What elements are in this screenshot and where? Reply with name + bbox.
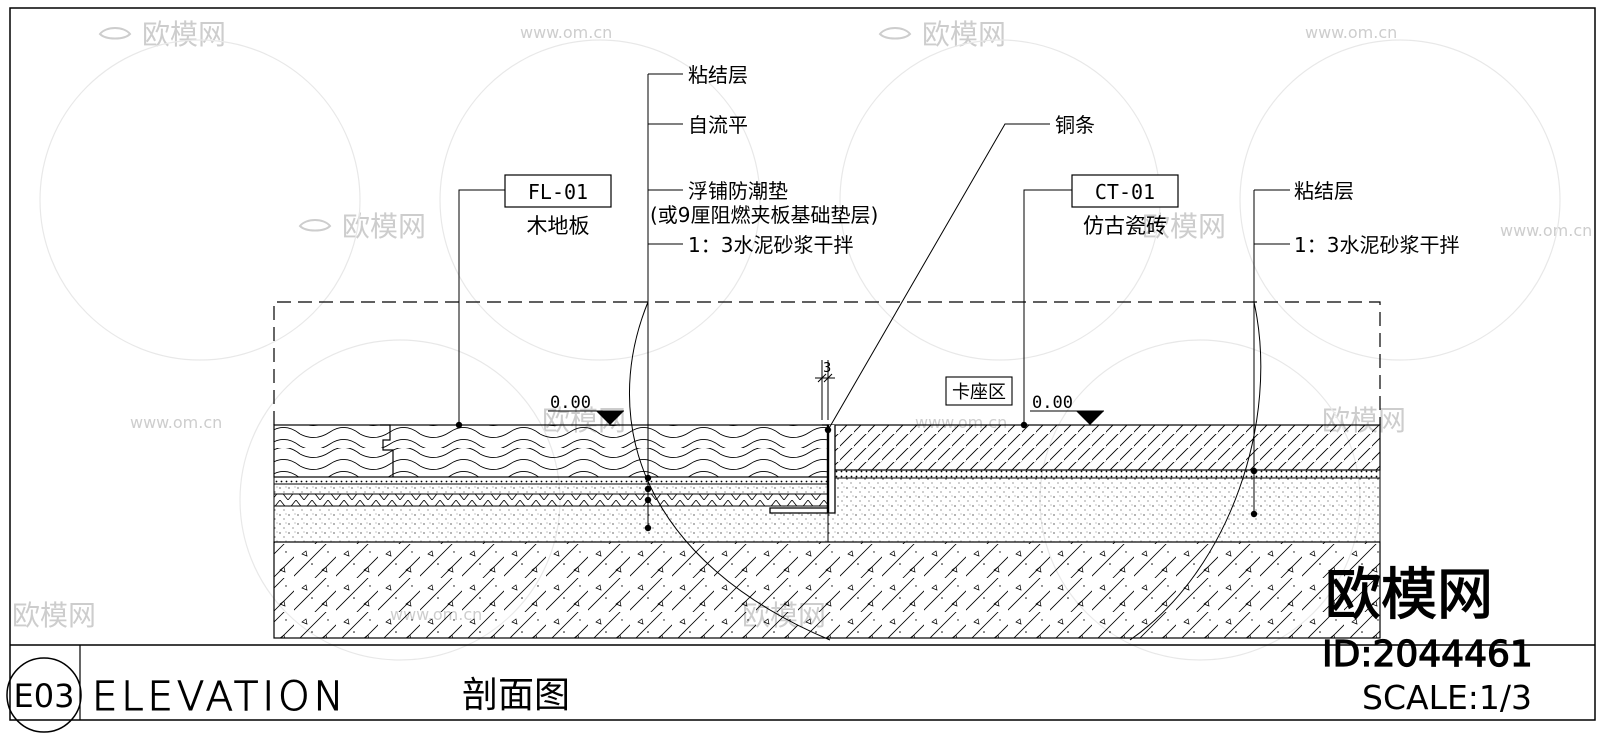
level-marker-right: 0.00 — [1030, 393, 1104, 425]
wm-url: www.om.cn — [520, 23, 612, 42]
tag-ct01-label: 仿古瓷砖 — [1083, 214, 1167, 238]
wm-url: www.om.cn — [1500, 221, 1592, 240]
concrete-slab — [273, 541, 1381, 639]
tile-layer — [827, 424, 1381, 471]
watermark-logo: 欧模网 ID:2044461 — [1321, 562, 1533, 675]
wm-id: ID:2044461 — [1322, 634, 1533, 675]
callout-self-leveling: 自流平 — [688, 113, 748, 137]
callout-mortar-right: 1：3水泥砂浆干拌 — [1294, 233, 1459, 257]
drawing-type: ELEVATION — [92, 674, 348, 720]
callout-copper: 铜条 — [1055, 113, 1095, 137]
title-block: E03 ELEVATION 剖面图 SCALE:1/3 — [6, 644, 1595, 733]
right-callout-leaders — [1253, 189, 1290, 514]
drawing-number: E03 — [14, 677, 75, 715]
drawing-frame — [9, 7, 1596, 721]
dashed-outline — [273, 301, 1381, 425]
adhesive-layer — [273, 476, 829, 485]
wm-brand: 欧模网 — [922, 18, 1006, 51]
tag-ct01: CT-01 仿古瓷砖 — [1020, 174, 1179, 429]
tag-fl01-label: 木地板 — [527, 214, 590, 238]
tag-fl01: FL-01 木地板 — [455, 174, 612, 429]
tag-ct01-code: CT-01 — [1095, 180, 1155, 204]
level-right-value: 0.00 — [1032, 393, 1073, 413]
leader-arc-right — [1129, 301, 1262, 641]
drawing-number-circle — [6, 657, 82, 733]
callout-plywood-alt: (或9厘阻燃夹板基础垫层) — [650, 203, 878, 227]
copper-callout: 铜条 — [824, 113, 1095, 434]
level-left-value: 0.00 — [550, 393, 591, 413]
level-marker-left: 0.00 — [548, 393, 624, 425]
left-callout-leaders — [647, 73, 683, 528]
tile-floor-section — [827, 424, 1381, 543]
drawing-scale: SCALE:1/3 — [1362, 678, 1532, 717]
dimension-value: 3 — [823, 361, 831, 376]
wm-url: www.om.cn — [130, 413, 222, 432]
mortar-layer-left — [273, 505, 829, 543]
wood-tongue-joint — [380, 424, 394, 477]
wood-floor-section — [273, 424, 829, 543]
wood-board-layer — [273, 424, 829, 478]
mortar-layer-right — [827, 477, 1381, 543]
leader-arc-left — [629, 301, 831, 641]
callout-adhesive-right: 粘结层 — [1294, 179, 1354, 203]
tile-adhesive-layer — [827, 469, 1381, 479]
moisture-pad-layer — [273, 493, 829, 507]
callout-moisture-pad: 浮铺防潮垫 — [688, 179, 788, 203]
wm-url: www.om.cn — [1305, 23, 1397, 42]
dimension-3 — [815, 360, 835, 420]
wm-brand: 欧模网 — [12, 599, 96, 632]
self-leveling-layer — [273, 483, 829, 495]
tag-fl01-code: FL-01 — [528, 180, 588, 204]
wm-brand: 欧模网 — [342, 210, 426, 243]
wm-brand-large: 欧模网 — [1325, 563, 1493, 628]
drawing-name: 剖面图 — [462, 675, 570, 716]
zone-label: 卡座区 — [952, 382, 1006, 403]
callout-adhesive-left: 粘结层 — [688, 63, 748, 87]
wm-brand: 欧模网 — [142, 18, 226, 51]
callout-mortar-left: 1：3水泥砂浆干拌 — [688, 233, 853, 257]
